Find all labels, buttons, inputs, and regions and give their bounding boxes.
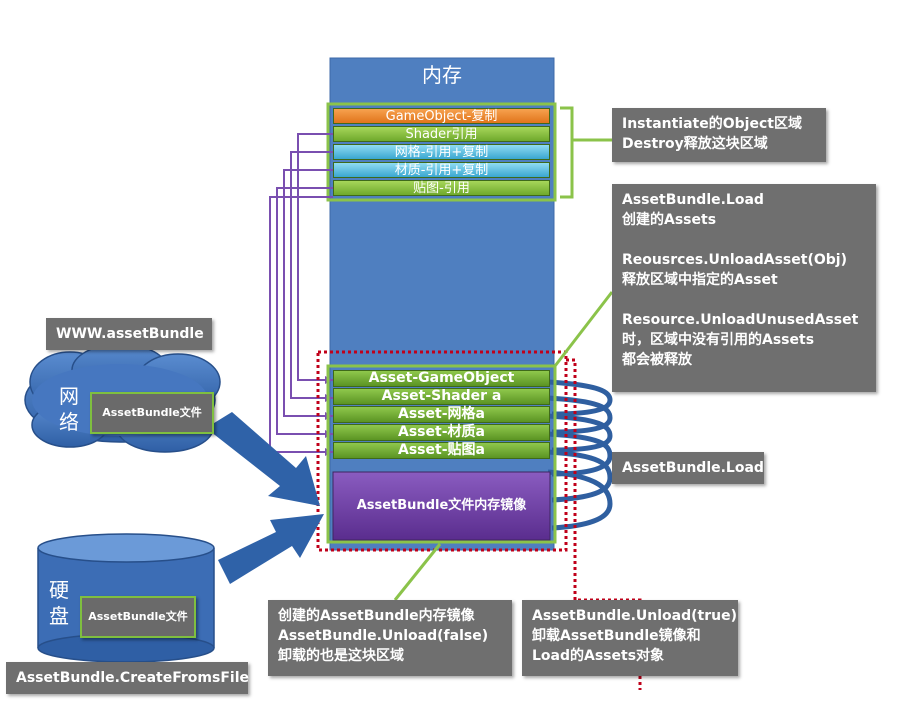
unload-false-callout: 创建的AssetBundle内存镜像 AssetBundle.Unload(fa…: [268, 600, 512, 676]
instance-bar-gameobject: GameObject-复制: [333, 108, 550, 124]
memory-title: 内存: [422, 63, 462, 87]
mirror-box: [332, 471, 551, 541]
load-info-connector: [553, 291, 614, 367]
network-label-1: 网: [59, 384, 79, 408]
asset-bar-mesh: Asset-网格a: [333, 406, 550, 423]
instance-bar-material: 材质-引用+复制: [333, 162, 550, 178]
network-label-2: 络: [59, 410, 79, 434]
load-callout: AssetBundle.Load: [612, 452, 764, 484]
instance-bar-mesh: 网格-引用+复制: [333, 144, 550, 160]
disk-label-2: 盘: [49, 604, 69, 628]
reference-lines: [269, 133, 333, 453]
network-file-box: AssetBundle文件: [90, 392, 214, 434]
asset-rings: [547, 379, 613, 531]
create-from-file-callout: AssetBundle.CreateFromsFile: [6, 662, 249, 694]
asset-area-outline: [326, 364, 557, 544]
load-info-callout: AssetBundle.Load 创建的Assets Reousrces.Unl…: [612, 184, 876, 392]
unload-true-callout: AssetBundle.Unload(true) 卸载AssetBundle镜像…: [522, 600, 738, 676]
asset-bar-texture: Asset-贴图a: [333, 442, 550, 459]
mirror-label: AssetBundle文件内存镜像: [356, 498, 527, 513]
network-arrow: [206, 412, 320, 506]
asset-bar-shader: Asset-Shader a: [333, 388, 550, 405]
unload-false-region: [316, 350, 568, 552]
mirror-connector: [393, 543, 442, 601]
disk-arrow: [218, 514, 324, 584]
asset-bar-gameobject: Asset-GameObject: [333, 370, 550, 387]
instance-bar-shader: Shader引用: [333, 126, 550, 142]
disk-file-box: AssetBundle文件: [80, 596, 196, 638]
asset-bar-material: Asset-材质a: [333, 424, 550, 441]
instantiate-bracket: [560, 106, 612, 199]
instance-bar-texture: 贴图-引用: [333, 180, 550, 196]
disk-label-1: 硬: [49, 578, 69, 602]
www-callout: WWW.assetBundle: [46, 318, 212, 350]
instantiate-callout: Instantiate的Object区域 Destroy释放这块区域: [612, 108, 826, 162]
